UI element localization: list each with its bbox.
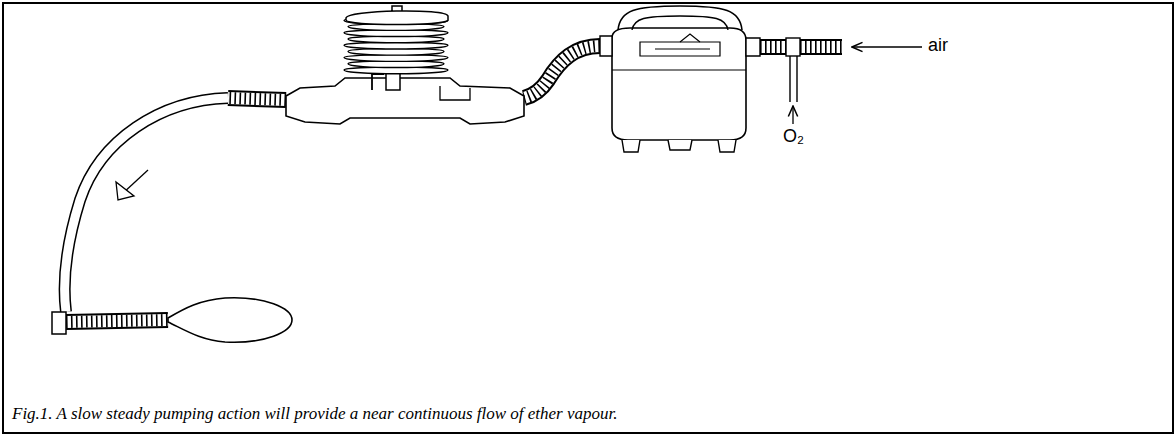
- tube-rib: [228, 98, 286, 100]
- tube-rib: [800, 39, 842, 55]
- frame: [3, 3, 1173, 433]
- flow-arrow-head: [116, 182, 134, 200]
- mask-connector: [52, 312, 66, 334]
- tube-rib: [66, 320, 168, 322]
- oxygen-arrow: [792, 106, 793, 124]
- bellows-lid: [346, 6, 448, 25]
- bellows-base: [286, 78, 524, 124]
- t-piece: [786, 38, 800, 56]
- tube-rib: [228, 98, 286, 100]
- tube-rib: [524, 46, 600, 98]
- vaporizer-seam: [612, 69, 746, 70]
- valve-lever: [372, 74, 384, 90]
- tube-rib: [800, 41, 842, 53]
- label-text: O₂: [783, 126, 804, 147]
- tube-rib: [760, 41, 786, 53]
- vaporizer-ports: [600, 36, 760, 56]
- delivery-tube-inner: [65, 98, 228, 312]
- vaporizer-handle-inner: [632, 16, 728, 30]
- label-text: air: [928, 35, 948, 56]
- oxygen-inlet-pipe: [790, 56, 797, 102]
- tube-rib: [760, 39, 786, 55]
- vaporizer-handle: [618, 6, 742, 30]
- tube-rib: [66, 320, 168, 322]
- reservoir-bag: [168, 298, 292, 342]
- tube-rib: [524, 46, 600, 98]
- tube-rib: [66, 320, 168, 322]
- delivery-tube: [65, 98, 228, 312]
- vaporizer-body: [612, 28, 746, 140]
- vaporizer-control: [655, 34, 710, 49]
- tube-rib: [524, 46, 600, 98]
- figure-caption: Fig.1. A slow steady pumping action will…: [12, 404, 618, 424]
- tube-rib: [800, 41, 842, 53]
- tube-rib: [228, 98, 286, 100]
- air-arrow: [852, 46, 922, 47]
- valve-port: [440, 86, 470, 100]
- tube-rib: [760, 41, 786, 53]
- vaporizer-feet: [622, 140, 736, 152]
- bellows: [344, 6, 448, 74]
